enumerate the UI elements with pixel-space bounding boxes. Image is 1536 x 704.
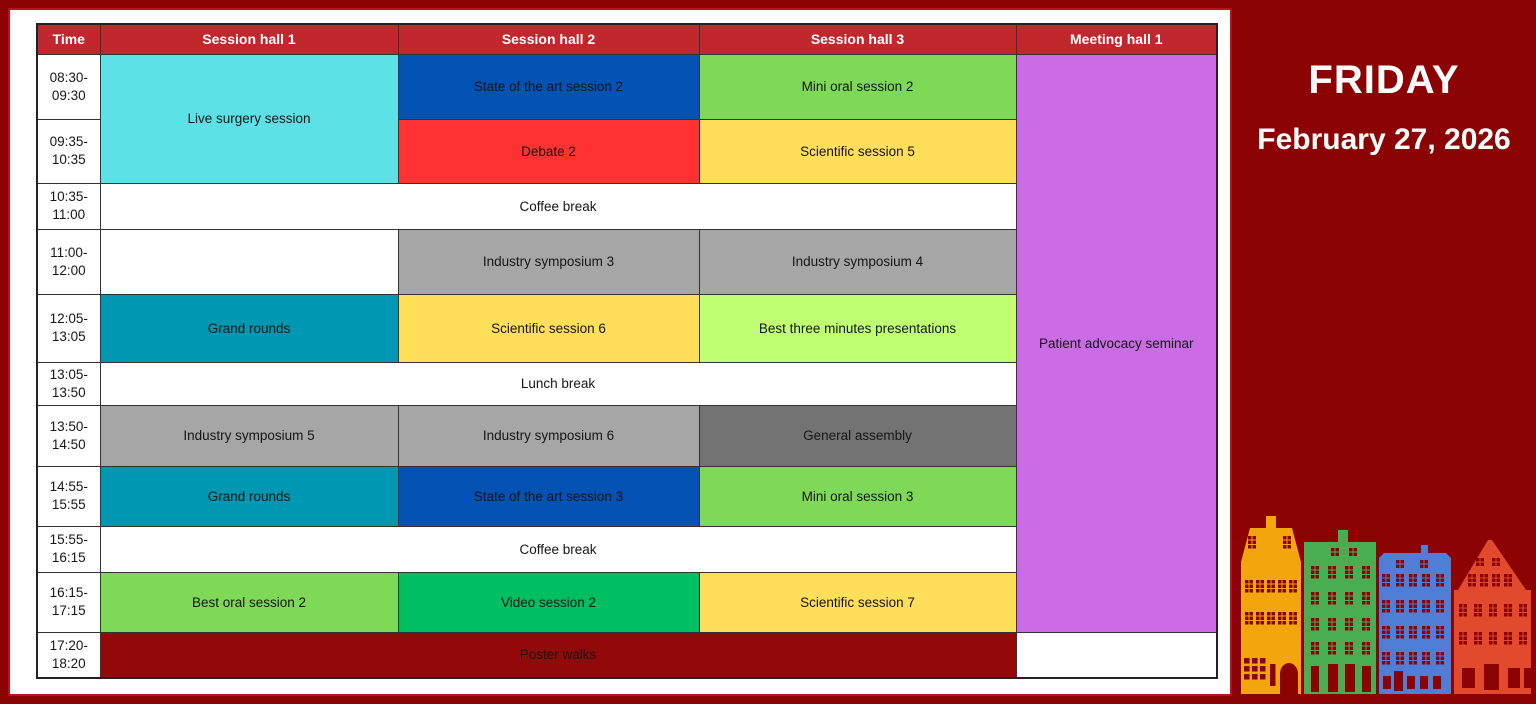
session-cell-industry-symposium-3: Industry symposium 3 bbox=[397, 228, 700, 295]
session-cell-state-of-the-art-2: State of the art session 2 bbox=[397, 53, 700, 120]
time-cell: 15:55- 16:15 bbox=[36, 525, 101, 573]
yellow-house bbox=[1241, 516, 1301, 694]
session-cell-best-three-minutes: Best three minutes presentations bbox=[698, 293, 1017, 363]
column-header-meeting-hall-1: Meeting hall 1 bbox=[1015, 23, 1218, 55]
time-cell: 11:00- 12:00 bbox=[36, 228, 101, 295]
empty-cell bbox=[1015, 631, 1218, 679]
time-cell: 14:55- 15:55 bbox=[36, 465, 101, 527]
session-cell-poster-walks: Poster walks bbox=[99, 631, 1017, 679]
session-cell-industry-symposium-4: Industry symposium 4 bbox=[698, 228, 1017, 295]
day-title: FRIDAY bbox=[1308, 58, 1460, 102]
table-row: 11:00- 12:00 Industry symposium 3 Indust… bbox=[36, 228, 1217, 295]
empty-cell bbox=[99, 228, 399, 295]
column-header-time: Time bbox=[36, 23, 101, 55]
column-header-session-hall-2: Session hall 2 bbox=[397, 23, 700, 55]
schedule-card: Time Session hall 1 Session hall 2 Sessi… bbox=[8, 8, 1232, 696]
session-cell-patient-advocacy-seminar: Patient advocacy seminar bbox=[1015, 53, 1218, 633]
break-cell-coffee-2: Coffee break bbox=[99, 525, 1017, 573]
session-cell-video-2: Video session 2 bbox=[397, 571, 700, 633]
date-title: February 27, 2026 bbox=[1257, 123, 1511, 156]
break-cell-coffee: Coffee break bbox=[99, 182, 1017, 230]
schedule-table: Time Session hall 1 Session hall 2 Sessi… bbox=[36, 23, 1218, 679]
time-cell: 08:30- 09:30 bbox=[36, 53, 101, 120]
session-cell-general-assembly: General assembly bbox=[698, 404, 1017, 467]
session-cell-debate-2: Debate 2 bbox=[397, 118, 700, 184]
table-row: 14:55- 15:55 Grand rounds State of the a… bbox=[36, 465, 1217, 527]
green-house bbox=[1304, 530, 1376, 694]
session-cell-live-surgery: Live surgery session bbox=[99, 53, 399, 184]
session-cell-best-oral-2: Best oral session 2 bbox=[99, 571, 399, 633]
table-row: 13:50- 14:50 Industry symposium 5 Indust… bbox=[36, 404, 1217, 467]
column-header-session-hall-3: Session hall 3 bbox=[698, 23, 1017, 55]
session-cell-scientific-5: Scientific session 5 bbox=[698, 118, 1017, 184]
session-cell-grand-rounds-2: Grand rounds bbox=[99, 465, 399, 527]
table-row: 08:30- 09:30 Live surgery session State … bbox=[36, 53, 1218, 633]
time-cell: 12:05- 13:05 bbox=[36, 293, 101, 363]
time-cell: 10:35- 11:00 bbox=[36, 182, 101, 230]
break-cell-lunch: Lunch break bbox=[99, 361, 1017, 406]
side-panel: FRIDAY February 27, 2026 bbox=[1232, 0, 1536, 704]
session-cell-mini-oral-3: Mini oral session 3 bbox=[698, 465, 1017, 527]
time-cell: 13:50- 14:50 bbox=[36, 404, 101, 467]
header-row: Time Session hall 1 Session hall 2 Sessi… bbox=[36, 23, 1218, 55]
table-row: 13:05- 13:50 Lunch break bbox=[36, 361, 1217, 406]
session-cell-scientific-7: Scientific session 7 bbox=[698, 571, 1017, 633]
session-cell-state-of-the-art-3: State of the art session 3 bbox=[397, 465, 700, 527]
table-row: 12:05- 13:05 Grand rounds Scientific ses… bbox=[36, 293, 1217, 363]
session-cell-industry-symposium-5: Industry symposium 5 bbox=[99, 404, 399, 467]
houses-illustration bbox=[1241, 516, 1531, 694]
table-row: 15:55- 16:15 Coffee break bbox=[36, 525, 1217, 573]
column-header-session-hall-1: Session hall 1 bbox=[99, 23, 399, 55]
session-cell-industry-symposium-6: Industry symposium 6 bbox=[397, 404, 700, 467]
time-cell: 13:05- 13:50 bbox=[36, 361, 101, 406]
table-row: 17:20- 18:20 Poster walks bbox=[36, 631, 1218, 679]
session-cell-mini-oral-2: Mini oral session 2 bbox=[698, 53, 1017, 120]
time-cell: 16:15- 17:15 bbox=[36, 571, 101, 633]
session-cell-grand-rounds: Grand rounds bbox=[99, 293, 399, 363]
time-cell: 17:20- 18:20 bbox=[36, 631, 101, 679]
table-row: 10:35- 11:00 Coffee break bbox=[36, 182, 1217, 230]
table-row: 09:35- 10:35 Debate 2 Scientific session… bbox=[36, 118, 1217, 184]
blue-house bbox=[1379, 545, 1451, 694]
time-cell: 09:35- 10:35 bbox=[36, 118, 101, 184]
session-cell-scientific-6: Scientific session 6 bbox=[397, 293, 700, 363]
house-windows bbox=[1244, 536, 1531, 694]
